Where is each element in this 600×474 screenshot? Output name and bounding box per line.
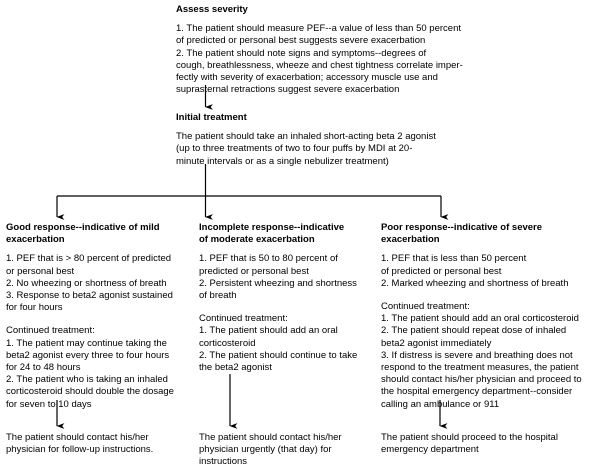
node-incomplete-response-findings: 1. PEF that is 50 to 80 percent of predi… <box>199 253 357 302</box>
node-good-response-outcome: The patient should contact his/her physi… <box>6 432 191 456</box>
node-poor-response-title: Poor response--indicative of severe exac… <box>381 222 543 246</box>
node-initial-treatment-body: The patient should take an inhaled short… <box>176 131 436 167</box>
node-good-response-treatment: Continued treatment: 1. The patient may … <box>6 325 174 410</box>
node-assess-severity: Assess severity 1. The patient should me… <box>176 4 596 96</box>
node-incomplete-response-treatment: Continued treatment: 1. The patient shou… <box>199 313 358 374</box>
node-assess-severity-body: 1. The patient should measure PEF--a val… <box>176 23 463 96</box>
node-assess-severity-title: Assess severity <box>176 4 248 15</box>
node-incomplete-response: Incomplete response--indicative of moder… <box>199 222 379 374</box>
node-incomplete-response-title: Incomplete response--indicative of moder… <box>199 222 345 246</box>
node-incomplete-response-outcome: The patient should contact his/her physi… <box>199 432 384 469</box>
node-good-response-outcome-body: The patient should contact his/her physi… <box>6 432 154 456</box>
node-good-response-findings: 1. PEF that is > 80 percent of predicted… <box>6 253 173 314</box>
node-poor-response-treatment: Continued treatment: 1. The patient shou… <box>381 301 582 410</box>
node-poor-response-outcome: The patient should proceed to the hospit… <box>381 432 596 456</box>
node-poor-response: Poor response--indicative of severe exac… <box>381 222 596 411</box>
node-initial-treatment-title: Initial treatment <box>176 112 247 123</box>
node-poor-response-outcome-body: The patient should proceed to the hospit… <box>381 432 558 456</box>
node-initial-treatment: Initial treatment The patient should tak… <box>176 112 596 168</box>
node-incomplete-response-outcome-body: The patient should contact his/her physi… <box>199 432 342 468</box>
node-good-response-title: Good response--indicative of mild exacer… <box>6 222 160 246</box>
node-good-response: Good response--indicative of mild exacer… <box>6 222 186 411</box>
node-poor-response-findings: 1. PEF that is less than 50 percent of p… <box>381 253 569 289</box>
